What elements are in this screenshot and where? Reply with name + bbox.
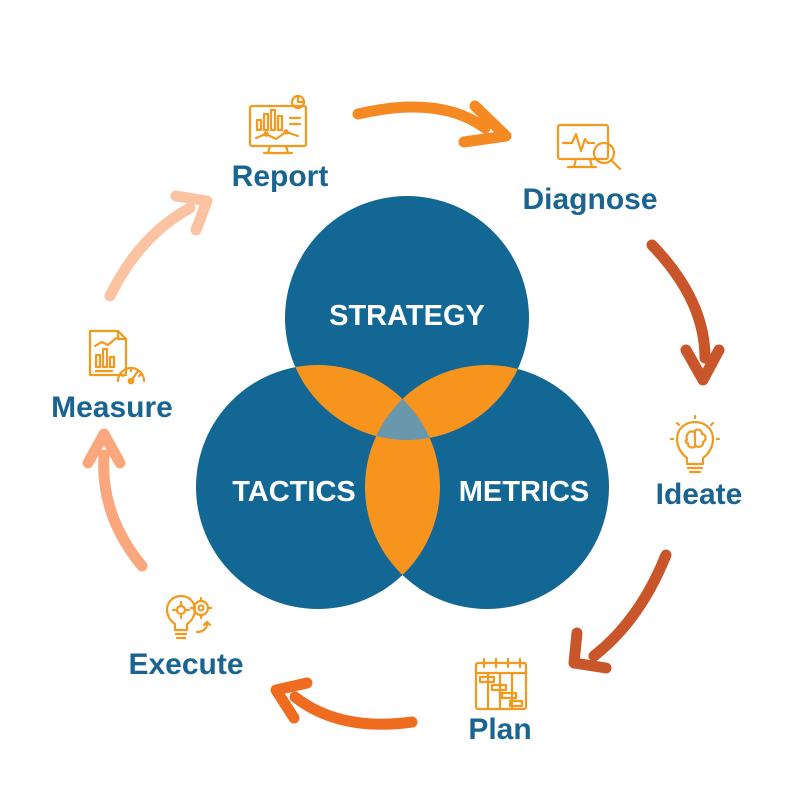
lightbulb-gear-icon: [165, 594, 213, 640]
dashboard-report-icon: [248, 94, 308, 155]
venn-label-strategy: STRATEGY: [329, 300, 485, 332]
venn-overlap-strategy-metrics: [365, 365, 529, 440]
calendar-gantt-icon: [474, 657, 528, 711]
arrow-report-to-diagnose: [352, 100, 512, 148]
venn-label-metrics: METRICS: [459, 476, 590, 508]
venn-diagram: STRATEGY TACTICS METRICS: [196, 196, 609, 609]
step-label-plan: Plan: [468, 713, 531, 746]
arrow-diagnose-to-ideate: [646, 239, 725, 386]
arrow-measure-to-report: [104, 190, 213, 302]
venn-overlap-strategy-tactics: [285, 365, 440, 440]
step-label-measure: Measure: [51, 391, 173, 424]
monitor-search-icon: [556, 123, 622, 171]
lightbulb-brain-icon: [669, 414, 721, 474]
venn-label-tactics: TACTICS: [232, 476, 356, 508]
cycle-arrows: [82, 100, 725, 730]
arrow-execute-to-measure: [82, 428, 148, 572]
report-gauge-icon: [88, 329, 146, 385]
arrow-ideate-to-plan: [568, 549, 672, 674]
arrow-plan-to-execute: [270, 677, 418, 730]
step-label-execute: Execute: [128, 648, 243, 681]
step-label-report: Report: [232, 160, 329, 193]
cycle-labels: Report Diagnose Ideate Plan Execute Meas…: [51, 160, 742, 746]
step-label-ideate: Ideate: [656, 478, 743, 511]
step-label-diagnose: Diagnose: [522, 183, 657, 216]
